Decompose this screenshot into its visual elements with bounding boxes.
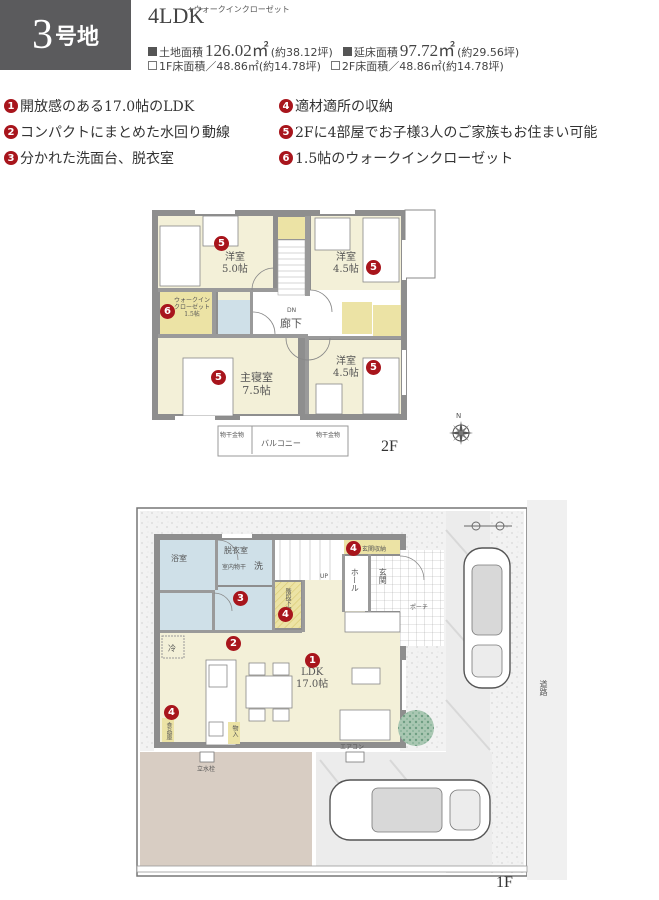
room-walk-in-closet: ウォークイン クローゼット 1.5帖 [174,297,211,318]
car-vertical-icon [463,547,511,689]
car-horizontal-icon [329,779,491,841]
fridge-label: 冷 [168,644,176,653]
feature-text: 適材適所の収納 [295,99,393,115]
feature-text: 開放感のある17.0帖のLDK [20,99,195,115]
number-badge: 4 [279,99,293,113]
aircon-label: エアコン [340,744,365,751]
marker-2: 2 [226,636,241,651]
filled-square-icon [342,47,352,56]
marker-4: 4 [346,541,361,556]
stairs-down-label: DN [287,307,297,314]
pantry-label: 食品庫 [165,722,172,740]
room-western-5jo: 洋室 5.0帖 [222,252,248,275]
feature-item: 3 分かれた洗面台、脱衣室 [4,148,174,168]
indoor-dry-label: 室内物干 [222,564,247,571]
lot-suffix: 号地 [54,25,99,50]
wash-label: 洗 [254,562,264,572]
compass-rose-icon [449,421,473,445]
room-western-45jo-south: 洋室 4.5帖 [333,356,359,379]
handrail-right-label: 物干金物 [316,432,341,439]
room-entrance: 玄関 [378,568,388,584]
storage-label: 物入 [231,725,238,737]
marker-5: 5 [366,360,381,375]
room-ldk: LDK 17.0帖 [296,667,329,690]
plan-type: 4LDK [148,3,205,28]
hollow-square-icon [330,61,340,70]
lot-badge: 3 号地 [0,0,131,70]
number-badge: 6 [279,151,293,165]
marker-1: 1 [305,653,320,668]
land-area-label: 土地面積 [159,46,203,59]
room-master-bedroom: 主寝室 7.5帖 [240,371,273,397]
number-badge: 1 [4,99,18,113]
feature-item: 5 2Fに4部屋でお子様3人のご家族もお住まい可能 [279,122,597,142]
porch-label: ポーチ [410,604,429,611]
entrance-storage-label: 玄関収納 [362,546,387,553]
room-western-45jo-north: 洋室 4.5帖 [333,252,359,275]
land-area-tsubo: (約38.12坪) [270,46,333,59]
room-hall: ホール [350,568,360,592]
lot-number: 3 [31,12,53,58]
handrail-left-label: 物干金物 [220,432,245,439]
faucet-label: 立水栓 [197,766,216,773]
feature-item: 6 1.5帖のウォークインクローゼット [279,148,513,168]
marker-4: 4 [278,607,293,622]
stairs-up-label: UP [320,573,329,580]
marker-5: 5 [211,370,226,385]
compass-north-label: N [456,412,462,420]
floor-area-tsubo: (約29.56坪) [457,46,520,59]
floor-label-1f: 1F [496,874,513,891]
marker-5: 5 [366,260,381,275]
feature-text: 分かれた洗面台、脱衣室 [20,151,174,167]
marker-5: 5 [214,236,229,251]
feature-text: 1.5帖のウォークインクローゼット [295,151,514,167]
number-badge: 3 [4,151,18,165]
plan-type-sub: +ウォークインクローゼット [187,5,290,14]
floor-area-row: 1F床面積／48.86㎡(約14.78坪) 2F床面積／48.86㎡(約14.7… [148,58,504,74]
area-summary-row: 土地面積 126.02㎡ (約38.12坪) 延床面積 97.72㎡ (約29.… [148,36,519,61]
floor-area-label: 延床面積 [353,46,398,59]
hollow-square-icon [148,61,157,70]
marker-3: 3 [233,591,248,606]
room-hallway: 廊下 [280,317,302,330]
floor-area-value: 97.72㎡ [399,41,456,60]
land-area-value: 126.02㎡ [205,41,269,60]
balcony-label: バルコニー [261,439,301,448]
floor-plan-2f-drawing [152,209,436,457]
number-badge: 5 [279,125,293,139]
marker-6: 6 [160,304,175,319]
marker-4: 4 [164,705,179,720]
feature-item: 1 開放感のある17.0帖のLDK [4,96,194,116]
floor2-area: 2F床面積／48.86㎡(約14.78坪) [341,60,504,73]
floor1-area: 1F床面積／48.86㎡(約14.78坪) [159,60,321,73]
feature-item: 2 コンパクトにまとめた水回り動線 [4,122,230,142]
number-badge: 2 [4,125,18,139]
room-bath: 浴室 [171,554,187,563]
bicycle-icon [464,521,512,531]
room-dressing: 脱衣室 [224,546,248,555]
under-stairs-storage-label: 階段下物入 [284,588,291,618]
road-label: 道路 [539,680,548,696]
feature-item: 4 適材適所の収納 [279,96,393,116]
filled-square-icon [148,47,157,56]
feature-text: コンパクトにまとめた水回り動線 [20,125,230,141]
feature-text: 2Fに4部屋でお子様3人のご家族もお住まい可能 [295,125,598,141]
floor-label-2f: 2F [381,438,398,455]
